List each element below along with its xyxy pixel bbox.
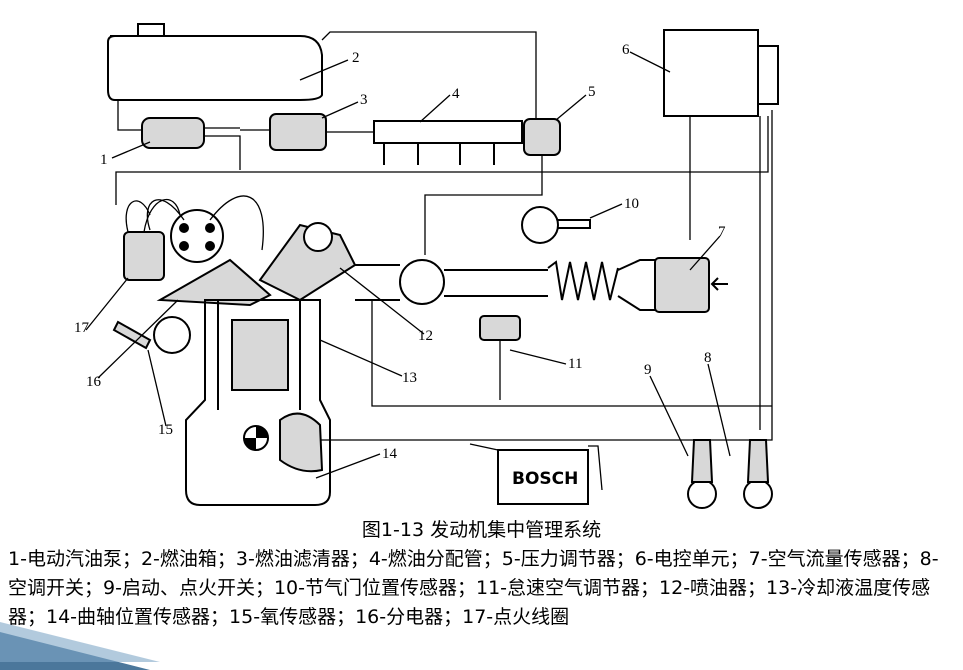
callout-11: 11 <box>568 356 582 372</box>
callout-15: 15 <box>158 422 173 438</box>
intake-manifold <box>156 258 272 307</box>
pressure-regulator <box>523 118 561 156</box>
fuel-tank-cap <box>137 23 165 37</box>
idle-air-valve <box>479 315 521 341</box>
callout-12: 12 <box>418 328 433 344</box>
callout-5: 5 <box>588 84 596 100</box>
air-flow-sensor <box>654 257 710 313</box>
bosch-label: BOSCH <box>512 469 578 489</box>
callout-13: 13 <box>402 370 417 386</box>
figure-legend: 1-电动汽油泵；2-燃油箱；3-燃油滤清器；4-燃油分配管；5-压力调节器；6-… <box>8 548 939 628</box>
fuel-tank <box>107 35 323 101</box>
callout-8: 8 <box>704 350 712 366</box>
ignition-switch <box>687 479 717 509</box>
callout-6: 6 <box>622 42 630 58</box>
callout-10: 10 <box>624 196 639 212</box>
callout-16: 16 <box>86 374 102 390</box>
flywheel <box>279 412 324 473</box>
piston <box>231 319 289 391</box>
air-bellows <box>547 260 619 301</box>
battery <box>497 449 589 505</box>
callout-1: 1 <box>100 152 108 168</box>
callout-17: 17 <box>74 320 90 336</box>
fuel-filter <box>269 113 327 151</box>
slide-corner-decoration <box>0 622 160 670</box>
callout-14: 14 <box>382 446 398 462</box>
ac-switch <box>743 479 773 509</box>
callout-9: 9 <box>644 362 652 378</box>
ignition-coil <box>123 231 165 281</box>
fuel-rail <box>373 120 523 144</box>
electric-fuel-pump <box>141 117 205 149</box>
callout-2: 2 <box>352 50 360 66</box>
callout-7: 7 <box>718 224 726 240</box>
throttle-position-sensor <box>521 206 559 244</box>
distributor-cap <box>170 209 224 263</box>
oxygen-sensor <box>153 316 191 354</box>
callout-4: 4 <box>452 86 460 102</box>
throttle-body <box>399 259 445 305</box>
callout-3: 3 <box>360 92 368 108</box>
engine-management-diagram: BOSCH 1 2 3 4 5 6 7 8 9 10 11 12 13 14 1… <box>74 23 779 509</box>
ecu-box <box>663 29 759 117</box>
engine-block <box>185 299 331 506</box>
figure-caption: 图1-13 发动机集中管理系统 <box>361 519 602 541</box>
